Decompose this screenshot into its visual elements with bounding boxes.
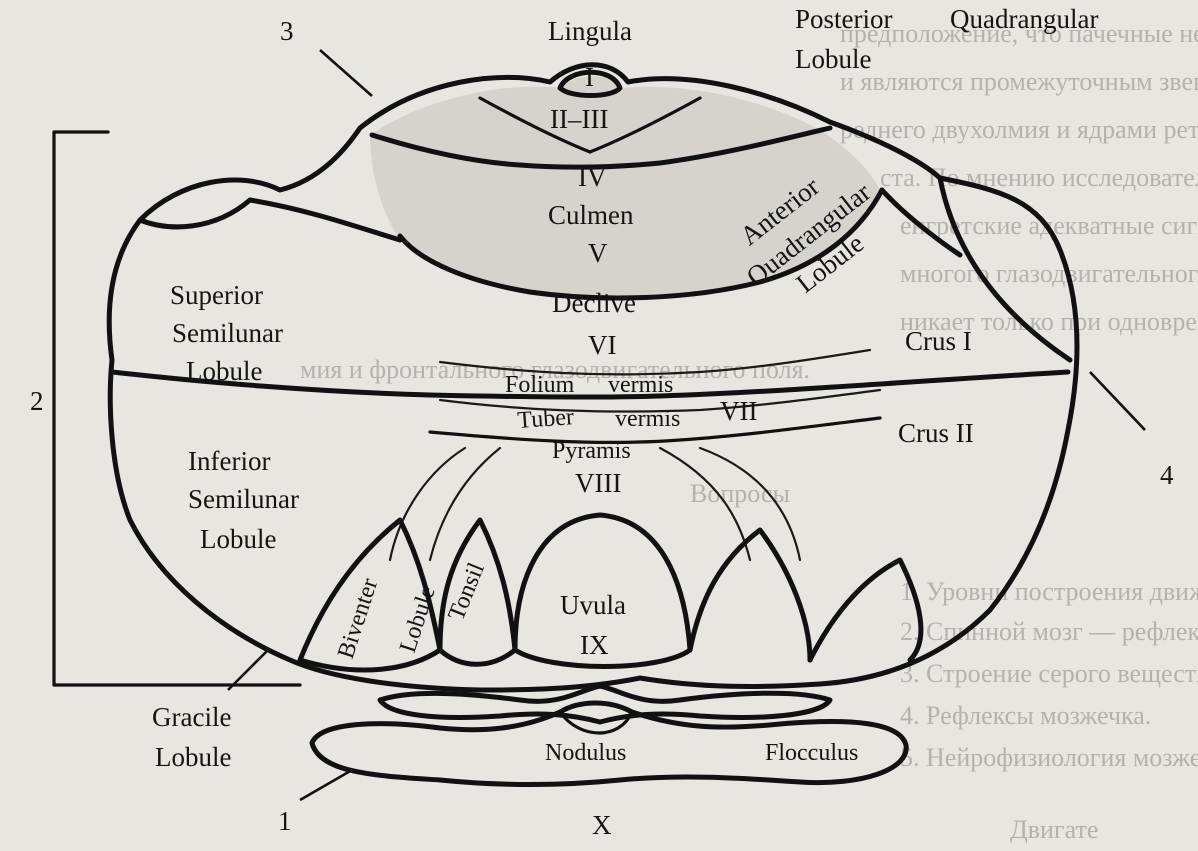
label-culmen: Culmen (548, 200, 634, 230)
inferior-curve-3 (698, 446, 802, 562)
bg-line: многого глазодвигательного поля. Известн… (900, 259, 1198, 288)
label-lobule-vii: VII (720, 396, 757, 426)
uvula-right-lobes (687, 527, 813, 663)
label-lobule-iv: IV (578, 162, 607, 192)
label-flocculus: Flocculus (765, 740, 858, 766)
leader-line-4 (1089, 371, 1146, 431)
cerebellum-outline (106, 62, 1080, 693)
superior-fold (369, 125, 833, 170)
anterior-lobe-shading (370, 76, 880, 298)
label-superior-semilunar: Semilunar (172, 318, 283, 348)
label-folium: Folium (505, 372, 575, 398)
superior-semilunar-boundary (247, 197, 403, 243)
culmen-boundary (397, 187, 885, 301)
label-lobule-vi: VI (588, 330, 617, 360)
label-vermis-folium: vermis (608, 372, 673, 398)
callout-2: 2 (30, 386, 44, 416)
label-inferior-semilunar: Semilunar (188, 484, 299, 514)
anterior-quadrangular-boundary (879, 187, 963, 258)
label-lobule-viii: VIII (575, 468, 621, 498)
inferior-curve-4 (658, 446, 752, 562)
bg-line: никает только при одновременном разрушен… (900, 307, 1198, 336)
left-outer-fold (137, 197, 253, 230)
inferior-curve-1 (388, 446, 467, 562)
label-crus-i: Crus I (905, 326, 972, 356)
label-lobule-x: X (592, 810, 612, 840)
uvula-right-lobes-2 (807, 557, 924, 663)
tuber-pyramis-line (428, 416, 882, 445)
label-posterior-quadrangular: Posterior (795, 4, 893, 34)
label-lobule-i: I (585, 62, 594, 92)
label-uvula: Uvula (560, 590, 626, 620)
label-tuber: Tuber (517, 404, 575, 434)
label-lobule-ii-iii: II–III (550, 104, 608, 134)
label-nodulus: Nodulus (545, 740, 626, 766)
inferior-curve-2 (428, 446, 502, 562)
label-lobule-ix: IX (580, 630, 609, 660)
horizontal-fissure (109, 369, 1071, 400)
biventer-label-group: Biventer Lobule (333, 575, 441, 662)
leader-line-3 (319, 49, 373, 97)
declive-boundary (438, 348, 872, 376)
label-posterior-quadrangular: Lobule (795, 44, 871, 74)
label-vermis-tuber: vermis (615, 406, 680, 432)
crus-i-boundary (937, 175, 1073, 363)
label-crus-ii: Crus II (898, 418, 974, 448)
leader-line-1 (299, 768, 353, 802)
ii-iii-lobule (478, 96, 702, 154)
label-gracile: Lobule (155, 742, 231, 772)
label-pyramis: Pyramis (552, 438, 631, 464)
bg-question: 3. Строение серого вещества спинного моз… (900, 659, 1198, 688)
label-lingula: Lingula (548, 16, 632, 46)
uvula-lobe (512, 512, 693, 669)
bg-line: и являются промежуточным звеном между ни… (840, 67, 1198, 96)
label-posterior-quadrangular: Quadrangular (950, 4, 1098, 34)
label-gracile: Gracile (152, 702, 231, 732)
callout-3: 3 (280, 16, 294, 46)
bracket-2 (52, 130, 302, 687)
nodulus-divider (558, 710, 634, 735)
bg-question: 4. Рефлексы мозжечка. (900, 701, 1151, 730)
leader-line-gracile (227, 649, 269, 691)
bg-heading: Вопросы (690, 479, 790, 508)
bg-question: 1. Уровни построения движений и ведущие … (900, 577, 1198, 606)
label-superior-semilunar: Superior (170, 280, 263, 310)
label-lobule-v: V (588, 238, 608, 268)
label-superior-semilunar: Lobule (186, 356, 262, 386)
nodulus-structure (309, 700, 909, 787)
bg-line: предположение, что пачечные нейроны со с… (840, 19, 1198, 48)
biventer-lobule (297, 517, 443, 673)
bg-line: реднего двухолмия и ядрами ретикулярной … (840, 115, 1198, 144)
tonsil-lobe (437, 517, 518, 667)
nodulus-ridge (377, 683, 833, 725)
bg-question: 2. Спинной мозг — рефлекторный уровень р… (900, 617, 1198, 646)
bg-footer: Двигате (1010, 815, 1098, 844)
callout-4: 4 (1160, 460, 1174, 490)
folium-tuber-line (438, 388, 882, 413)
callout-1: 1 (278, 806, 292, 836)
bg-line: ста. По мнению исследователей, эти нейро… (880, 163, 1198, 192)
bg-question: 5. Нейрофизиология мозжечка. (900, 743, 1198, 772)
label-declive: Declive (552, 288, 636, 318)
label-inferior-semilunar: Lobule (200, 524, 276, 554)
label-inferior-semilunar: Inferior (188, 446, 270, 476)
lingula-shape (557, 69, 623, 98)
